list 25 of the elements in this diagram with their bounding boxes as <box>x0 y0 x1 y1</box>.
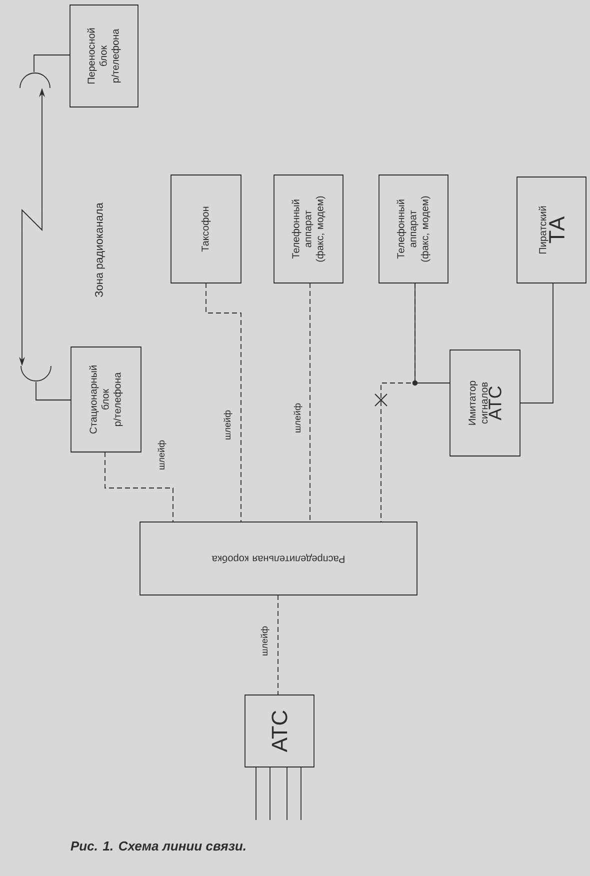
edge-label: шлейф <box>292 402 304 434</box>
antenna-symbol <box>20 366 52 382</box>
exchange-box: АТС <box>244 694 314 768</box>
connector-line <box>520 282 554 404</box>
edge-label: шлейф <box>259 624 271 658</box>
connector-line <box>300 766 302 820</box>
device-box: Телефонный аппарат (факс, модем) <box>378 174 448 284</box>
connector-line <box>34 54 70 72</box>
device-box: Таксофон <box>170 174 242 284</box>
edge-label: шлейф <box>156 438 168 472</box>
edge-label: шлейф <box>222 408 234 442</box>
unit-box: Стационарный блок р/телефона <box>70 346 142 452</box>
antenna-symbol <box>20 72 50 88</box>
device-box: Телефонный аппарат (факс, модем) <box>274 174 344 284</box>
caption: Рис. 1. Схема линии связи. <box>70 841 246 851</box>
connector-line <box>36 382 72 400</box>
connector-line <box>104 452 174 522</box>
unit-box: Переносной блок р/телефона <box>70 4 138 108</box>
device-box: Имитатор сигналов АТС <box>450 350 520 456</box>
edge-label: Зона радиоканала <box>94 201 106 299</box>
distribution-box: Распределительная коробка <box>140 522 418 596</box>
connector-line <box>380 282 416 522</box>
connector-line <box>206 282 242 522</box>
device-box: Пиратский ТА <box>516 176 586 284</box>
connector-line <box>286 766 288 820</box>
